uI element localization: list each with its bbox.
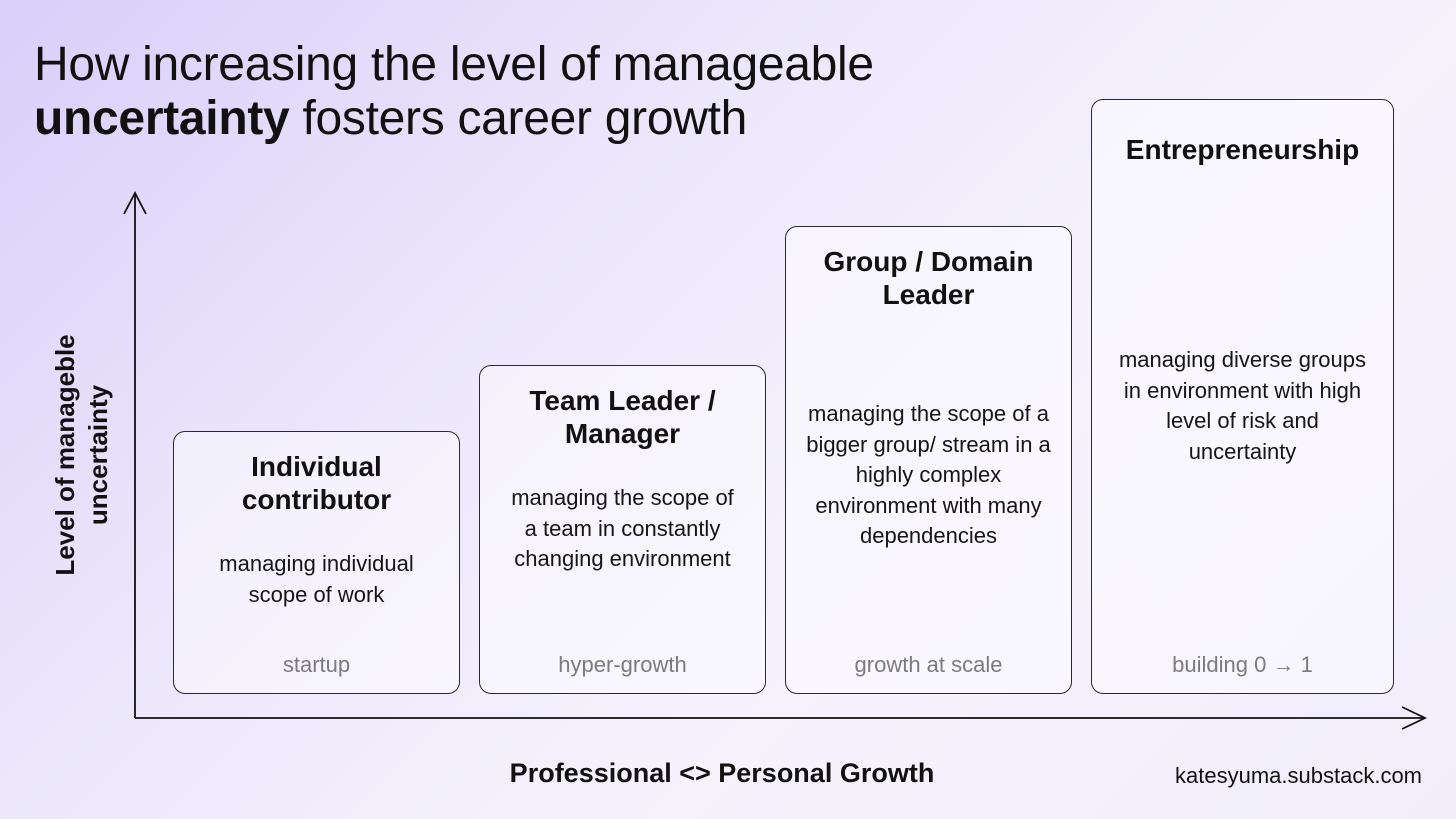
card-stage: hyper-growth (558, 652, 687, 677)
card-group-domain-leader: Group / Domain Leader managing the scope… (785, 226, 1072, 694)
title-emphasis: uncertainty (34, 92, 290, 145)
card-title: Entrepreneurship (1125, 134, 1360, 165)
x-axis-arrowhead (1401, 706, 1428, 730)
card-title: Individual contributor (241, 451, 392, 515)
x-axis-label: Professional <> Personal Growth (509, 758, 935, 788)
title-line-2-rest: fosters career growth (289, 92, 748, 145)
card-description: managing the scope of a bigger group/ st… (806, 401, 1051, 548)
card-entrepreneurship: Entrepreneurship managing diverse groups… (1091, 99, 1394, 694)
card-stage: startup (282, 652, 351, 677)
card-description: managing individual scope of work (219, 551, 414, 607)
card-title: Group / Domain Leader (823, 246, 1034, 310)
source-credit: katesyuma.substack.com (1175, 763, 1422, 788)
card-description: managing the scope of a team in constant… (511, 485, 734, 571)
card-individual-contributor: Individual contributor managing individu… (173, 431, 460, 694)
diagram-title: How increasing the level of manageable u… (34, 38, 874, 146)
card-team-leader: Team Leader / Manager managing the scope… (479, 365, 766, 694)
y-axis-arrowhead (123, 191, 147, 215)
card-description: managing diverse groups in environment w… (1118, 347, 1367, 464)
card-title: Team Leader / Manager (529, 385, 716, 449)
y-axis-label: Level of manageble uncertainty (50, 334, 113, 576)
card-stage: growth at scale (854, 652, 1003, 677)
title-line-1: How increasing the level of manageable (34, 38, 874, 91)
card-stage: building 0 → 1 (1172, 652, 1313, 677)
